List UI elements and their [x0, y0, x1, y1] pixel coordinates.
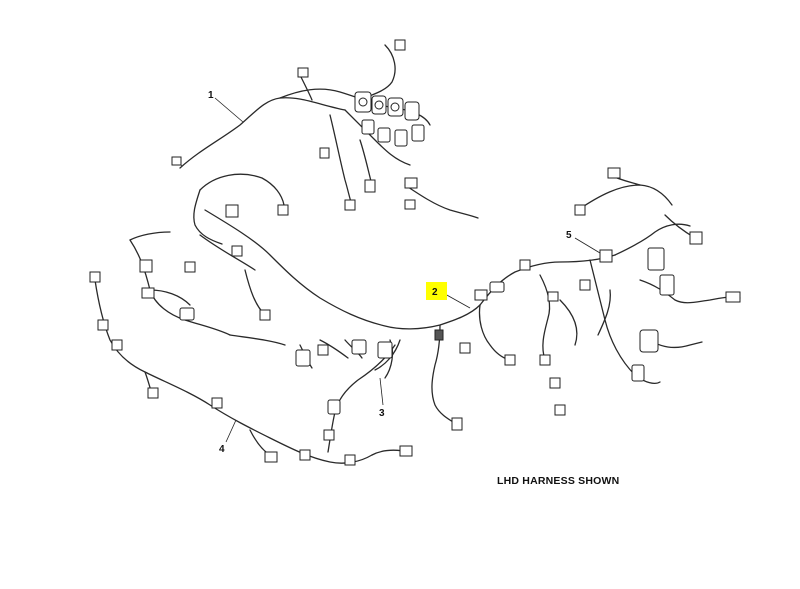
harness-4: [89, 231, 413, 466]
callout-3: 3: [379, 408, 385, 419]
callout-3-leader: [379, 377, 384, 406]
callout-2-highlight: [426, 282, 447, 300]
callout-4: 4: [219, 444, 225, 455]
harness-3: [295, 339, 396, 453]
callout-2: 2: [432, 287, 438, 298]
callout-5: 5: [566, 230, 572, 241]
callout-2-leader: [444, 293, 471, 309]
callout-4-leader: [225, 419, 237, 443]
callout-1-leader: [214, 97, 244, 123]
harness-2: [199, 167, 741, 431]
callout-1: 1: [208, 90, 214, 101]
harness-1: [171, 39, 479, 245]
callout-5-leader: [574, 237, 601, 254]
harness-caption: LHD HARNESS SHOWN: [497, 475, 620, 487]
